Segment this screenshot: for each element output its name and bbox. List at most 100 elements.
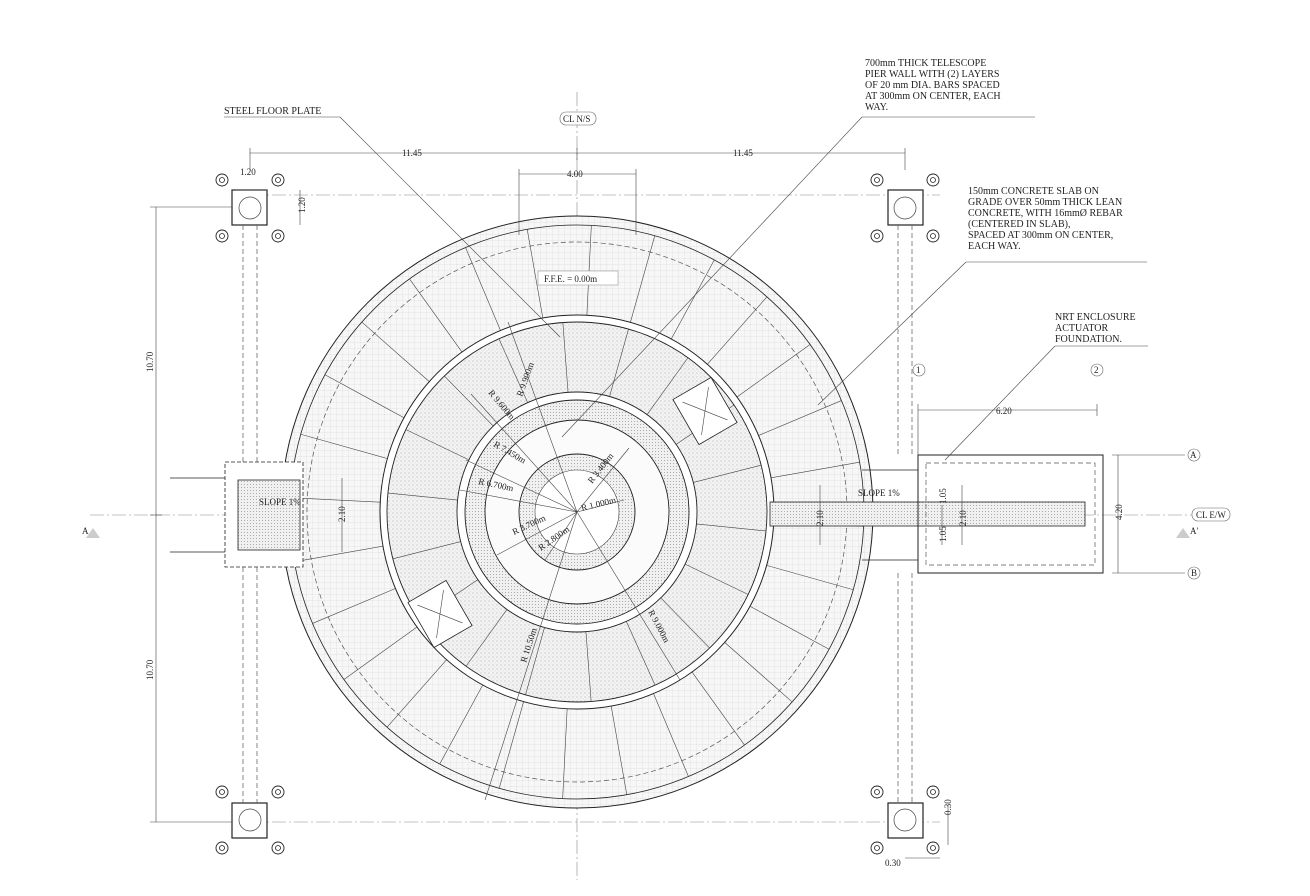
anchor-bolt xyxy=(215,841,229,855)
dim-left-upper: 10.70 xyxy=(145,351,155,372)
anchor-bolt xyxy=(271,173,285,187)
anchor-bolt-core xyxy=(275,233,281,239)
anchor-bolt-core xyxy=(219,233,225,239)
dim-small-h: 0.30 xyxy=(885,858,901,868)
slope-right-label: SLOPE 1% xyxy=(858,488,900,498)
slab-joint-line xyxy=(300,433,388,459)
slab-joint-line xyxy=(525,627,545,695)
pedestal-nw xyxy=(231,189,268,226)
anchor-bolt xyxy=(215,785,229,799)
dim-left-lower: 10.70 xyxy=(145,659,155,680)
slab-joint-line xyxy=(610,705,628,795)
anchor-bolt xyxy=(271,841,285,855)
anchor-bolt xyxy=(926,229,940,243)
pedestal-ne xyxy=(887,189,924,226)
slab-joint-line xyxy=(586,225,592,316)
slab-joint-line xyxy=(653,693,689,777)
dim-half-b: 1.05 xyxy=(938,526,948,542)
dim-top-right: 11.45 xyxy=(733,148,753,158)
anchor-bolt xyxy=(870,173,884,187)
dim-small-v: 0.30 xyxy=(943,799,953,815)
slab-joint-line xyxy=(660,597,710,649)
dim-top-left: 11.45 xyxy=(402,148,422,158)
dim-col-w: 1.20 xyxy=(240,167,256,177)
section-right: A' xyxy=(1190,526,1198,536)
note-pier-wall: 700mm THICK TELESCOPE PIER WALL WITH (2)… xyxy=(865,58,1003,113)
slab-joint-line xyxy=(562,708,568,799)
slab-joint-line xyxy=(626,621,656,686)
anchor-bolt-core xyxy=(874,845,880,851)
cl-east-west: CL E/W xyxy=(1196,510,1226,520)
slab-joint-line xyxy=(562,322,569,393)
anchor-bolt xyxy=(870,785,884,799)
column-pedestals xyxy=(215,173,940,855)
slab-joint-line xyxy=(724,642,793,703)
section-left: A xyxy=(82,526,89,536)
slab-joint-line xyxy=(736,344,811,398)
anchor-bolt-core xyxy=(874,177,880,183)
anchor-bolt xyxy=(271,229,285,243)
slab-joint-line xyxy=(585,631,592,702)
dimension-lines xyxy=(150,148,1185,859)
slab-joint-line xyxy=(465,247,501,331)
grid-col-2: 2 xyxy=(1094,365,1099,375)
anchor-bolt-core xyxy=(275,845,281,851)
actuator-foundation xyxy=(917,454,1104,574)
slab-joint-line xyxy=(758,400,842,436)
anchor-bolt-core xyxy=(874,789,880,795)
anchor-bolt-core xyxy=(219,789,225,795)
slab-joint-line xyxy=(693,464,762,483)
anchor-bolt-core xyxy=(930,845,936,851)
dim-col-h: 1.20 xyxy=(297,197,307,213)
annotation-text: STEEL FLOOR PLATE 700mm THICK TELESCOPE … xyxy=(82,58,1226,868)
slab-joint-line xyxy=(439,684,484,765)
slab-joint-line xyxy=(392,541,461,560)
anchor-bolt-core xyxy=(219,177,225,183)
anchor-bolt xyxy=(215,229,229,243)
slab-joint-line xyxy=(409,278,463,353)
slab-joint-line xyxy=(324,374,405,419)
slab-joint-line xyxy=(294,545,384,563)
slab-joint-line xyxy=(646,357,689,415)
note-concrete-slab: 150mm CONCRETE SLAB ON GRADE OVER 50mm T… xyxy=(968,186,1125,252)
cl-north-south: CL N/S xyxy=(563,114,590,124)
left-trench xyxy=(170,461,304,568)
anchor-bolt-core xyxy=(930,789,936,795)
slab-joint-line xyxy=(630,235,656,323)
note-actuator: NRT ENCLOSURE ACTUATOR FOUNDATION. xyxy=(1055,312,1138,345)
grid-bubbles xyxy=(559,111,1231,580)
slab-joint-line xyxy=(691,671,745,746)
slab-joint-line xyxy=(465,609,508,667)
slab-joint-line xyxy=(498,338,528,403)
slab-joint-line xyxy=(361,321,430,382)
pedestal-se xyxy=(887,802,924,839)
note-steel-floor-plate: STEEL FLOOR PLATE xyxy=(224,106,321,117)
note-leaders xyxy=(224,116,1148,461)
slab-joint-line xyxy=(707,296,768,365)
anchor-bolt xyxy=(271,785,285,799)
slab-joint-line xyxy=(684,563,749,595)
anchor-bolt-core xyxy=(219,845,225,851)
anchor-bolt-core xyxy=(275,177,281,183)
slab-joint-line xyxy=(498,701,524,789)
dim-act-w: 4.20 xyxy=(1114,504,1124,520)
right-trench xyxy=(769,469,1086,561)
anchor-bolt xyxy=(926,785,940,799)
grid-row-a: A xyxy=(1190,450,1197,460)
anchor-bolt xyxy=(926,173,940,187)
dim-trench-right: 2.10 xyxy=(815,510,825,526)
slab-joint-line xyxy=(405,429,470,461)
anchor-bolt-core xyxy=(930,177,936,183)
anchor-bolt xyxy=(870,229,884,243)
radius-leaders xyxy=(459,321,681,801)
slab-joint-line xyxy=(343,626,418,680)
slab-joint-line xyxy=(290,497,381,503)
slab-joint-line xyxy=(312,588,396,624)
grid-col-1: 1 xyxy=(916,365,921,375)
slab-joint-line xyxy=(526,229,544,319)
pedestal-sw xyxy=(231,802,268,839)
slab-joint-line xyxy=(766,565,854,591)
slab-joint-line xyxy=(609,329,629,397)
dim-trench-left: 2.10 xyxy=(337,506,347,522)
